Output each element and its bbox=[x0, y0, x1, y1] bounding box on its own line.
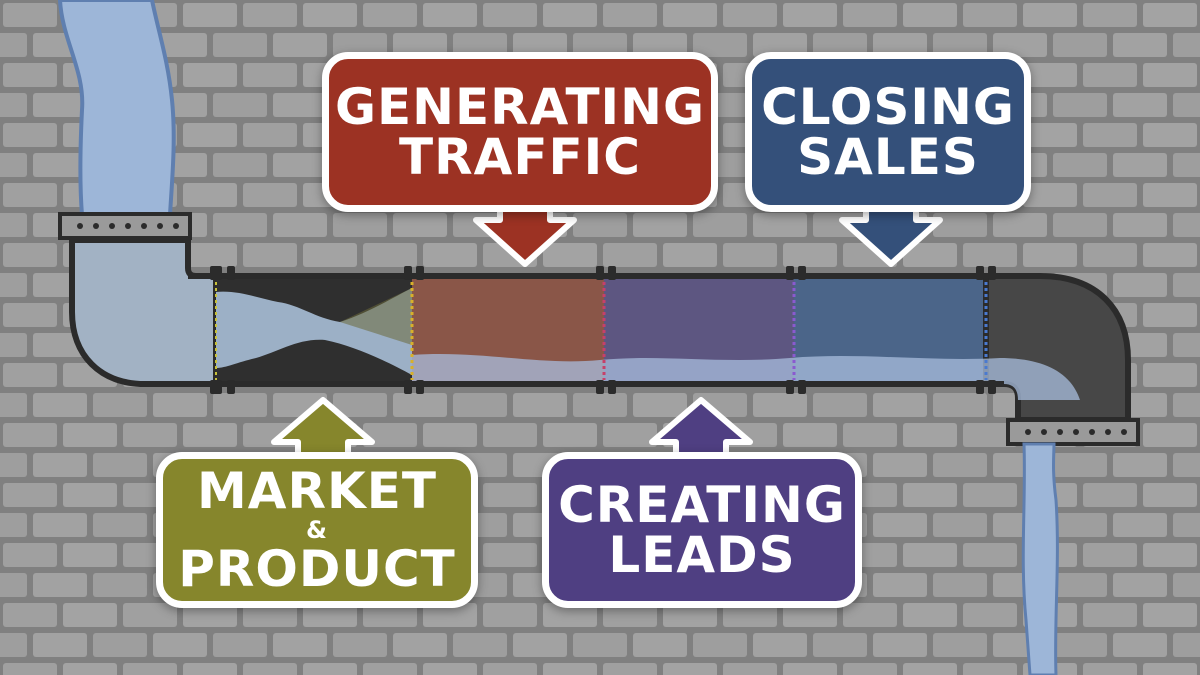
label-generating-traffic: GENERATING TRAFFIC bbox=[322, 52, 718, 212]
pipe-water-flow bbox=[412, 354, 1080, 400]
outlet-water-stream bbox=[1021, 442, 1059, 675]
label-text-line1: GENERATING bbox=[334, 78, 706, 136]
label-creating-leads: CREATING LEADS bbox=[542, 452, 862, 608]
label-text-line2: LEADS bbox=[608, 526, 796, 584]
blockage-bottom bbox=[216, 339, 412, 381]
label-text-ampersand: & bbox=[306, 516, 328, 544]
label-text-line2: PRODUCT bbox=[178, 540, 456, 598]
label-text-line2: SALES bbox=[797, 128, 979, 186]
label-text-line1: MARKET bbox=[197, 462, 437, 520]
label-market-product: MARKET & PRODUCT bbox=[156, 452, 478, 608]
label-text-line1: CREATING bbox=[558, 476, 846, 534]
label-closing-sales: CLOSING SALES bbox=[745, 52, 1031, 212]
label-text-line2: TRAFFIC bbox=[399, 128, 641, 186]
pipe-joints bbox=[210, 266, 996, 394]
label-text-line1: CLOSING bbox=[761, 78, 1015, 136]
